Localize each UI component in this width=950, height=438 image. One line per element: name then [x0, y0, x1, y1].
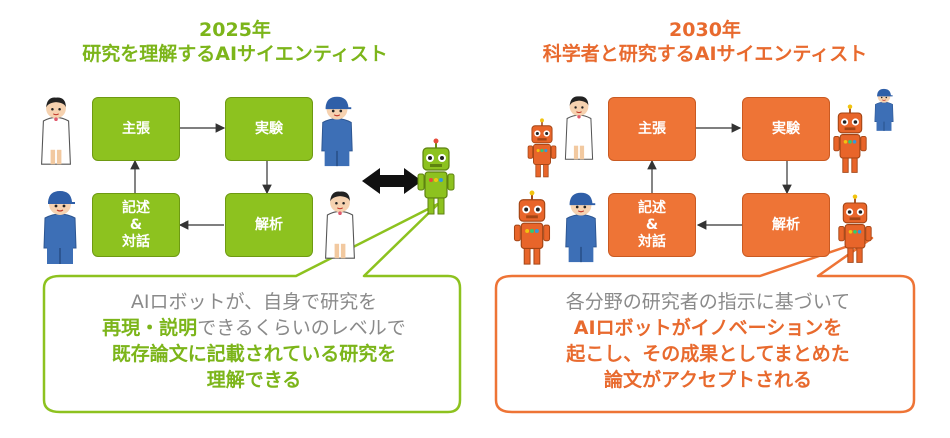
right-bubble-line1: 各分野の研究者の指示に基づいて — [565, 291, 851, 313]
right-box-describe-dialogue: 記述 & 対話 — [608, 193, 696, 257]
right-bubble-line2: AIロボットがイノベーションを — [573, 317, 843, 339]
left-speech-bubble — [42, 202, 462, 414]
left-box-claim: 主張 — [92, 97, 180, 161]
right-speech-bubble — [494, 236, 916, 414]
left-bubble-line4: 理解できる — [206, 369, 302, 391]
engineer-icon — [565, 192, 597, 263]
left-box-experiment: 実験 — [225, 97, 313, 161]
right-bubble-line4: 論文がアクセプトされる — [603, 369, 813, 391]
left-box-claim-label: 主張 — [122, 120, 150, 137]
right-title-subtitle: 科学者と研究するAIサイエンティスト — [542, 43, 868, 65]
right-title: 2030年 科学者と研究するAIサイエンティスト — [490, 18, 920, 66]
left-bubble-text: AIロボットが、自身で研究を 再現・説明できるくらいのレベルで 既存論文に記載さ… — [48, 289, 460, 393]
right-box-analysis: 解析 — [742, 193, 830, 257]
right-box-describe-line2: & — [645, 216, 659, 233]
left-box-describe-dialogue: 記述 & 対話 — [92, 193, 180, 257]
robot-icon — [527, 118, 557, 178]
left-bubble-line2-rest: できるくらいのレベルで — [197, 317, 406, 339]
left-box-describe-line1: 記述 — [122, 199, 150, 216]
engineer-icon — [874, 88, 894, 132]
right-title-year: 2030年 — [669, 19, 741, 41]
right-bubble-line3: 起こし、その成果としてまとめた — [566, 343, 850, 365]
left-bubble-line1: AIロボットが、自身で研究を — [130, 291, 378, 313]
scientist-icon — [325, 190, 355, 259]
scientist-icon — [564, 95, 594, 160]
left-bubble-line2-bold: 再現・説明 — [102, 317, 198, 339]
left-box-analysis-label: 解析 — [255, 216, 283, 233]
left-bubble-line2: 再現・説明できるくらいのレベルで — [48, 315, 460, 341]
right-box-claim-label: 主張 — [638, 120, 666, 137]
right-bubble-text: 各分野の研究者の指示に基づいて AIロボットがイノベーションを 起こし、その成果… — [500, 289, 916, 393]
left-box-analysis: 解析 — [225, 193, 313, 257]
double-arrow-icon — [362, 168, 422, 194]
robot-icon — [832, 104, 868, 174]
engineer-icon — [43, 190, 77, 265]
right-box-analysis-label: 解析 — [772, 216, 800, 233]
left-title-year: 2025年 — [199, 19, 271, 41]
right-box-experiment: 実験 — [742, 97, 830, 161]
right-box-experiment-label: 実験 — [772, 120, 800, 137]
left-title: 2025年 研究を理解するAIサイエンティスト — [40, 18, 430, 66]
left-title-subtitle: 研究を理解するAIサイエンティスト — [82, 43, 388, 65]
right-box-describe-line1: 記述 — [638, 199, 666, 216]
left-box-describe-line3: 対話 — [122, 233, 150, 250]
engineer-icon — [321, 96, 353, 167]
left-bubble-line3: 既存論文に記載されている研究を — [111, 343, 397, 365]
right-box-claim: 主張 — [608, 97, 696, 161]
left-box-experiment-label: 実験 — [255, 120, 283, 137]
robot-icon — [513, 190, 551, 266]
right-box-describe-line3: 対話 — [638, 233, 666, 250]
robot-icon — [417, 138, 455, 215]
left-box-describe-line2: & — [129, 216, 143, 233]
scientist-icon — [41, 96, 71, 165]
